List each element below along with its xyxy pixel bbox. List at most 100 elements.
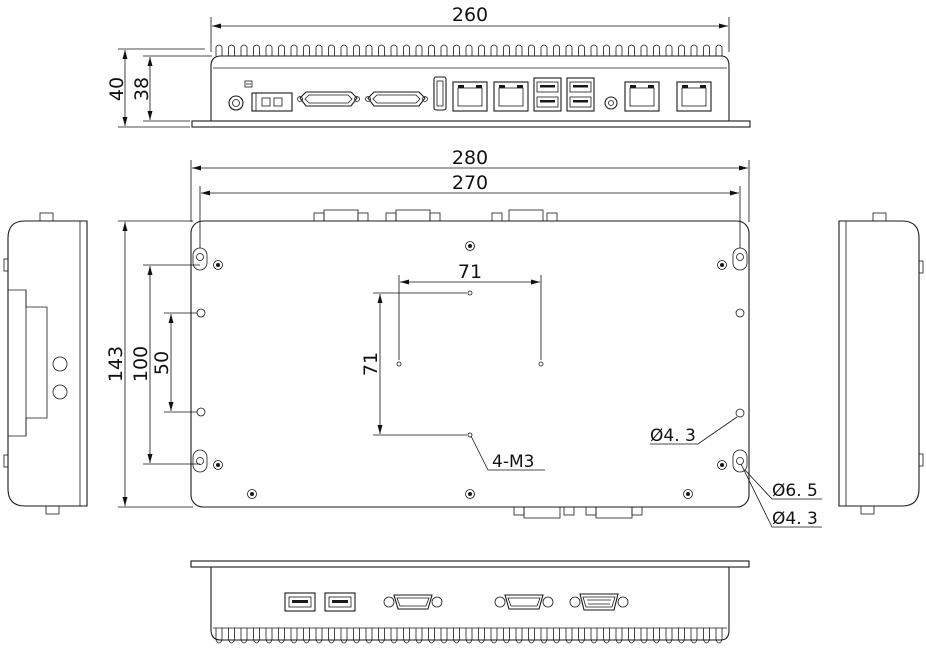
fin xyxy=(540,628,548,644)
ground-screw-icon xyxy=(244,80,253,88)
fin xyxy=(228,628,235,644)
fin xyxy=(315,628,323,644)
fin xyxy=(240,44,248,56)
left-side-view xyxy=(3,212,88,515)
rear-view: 280 270 143 100 50 71 71 4-M3 xyxy=(105,147,822,529)
fin xyxy=(553,628,560,644)
fin xyxy=(603,628,610,644)
front-base-plate xyxy=(191,120,751,128)
front-body xyxy=(210,55,730,121)
screw xyxy=(717,460,727,470)
front-cooling-fins xyxy=(215,44,723,56)
screw xyxy=(717,260,727,270)
fin xyxy=(365,44,373,56)
fin xyxy=(578,628,585,644)
fin xyxy=(640,628,648,644)
dimension-50: 50 xyxy=(151,351,173,375)
dimension-270: 270 xyxy=(452,172,488,194)
screw xyxy=(465,489,475,499)
fin xyxy=(340,628,348,644)
vga-port xyxy=(569,593,629,611)
fin xyxy=(478,44,485,56)
fin xyxy=(503,628,510,644)
vesa-hole xyxy=(467,290,473,296)
fin xyxy=(415,628,423,644)
vesa-hole xyxy=(467,432,473,438)
fin xyxy=(365,628,373,644)
fin xyxy=(265,628,273,644)
bottom-view xyxy=(190,560,750,644)
right-side-view xyxy=(838,212,924,515)
fin xyxy=(703,628,710,644)
fin xyxy=(653,44,660,56)
lan-port xyxy=(493,81,529,112)
fin xyxy=(403,628,410,644)
leader-hole-4-3 xyxy=(650,416,738,445)
serial-port-db9 xyxy=(383,594,443,610)
fin xyxy=(628,44,635,56)
fin xyxy=(703,44,710,56)
fin xyxy=(290,44,298,56)
vesa-hole xyxy=(538,361,544,367)
serial-port-db9 xyxy=(365,91,428,107)
callout-hole-4-3: Ø4. 3 xyxy=(650,426,696,446)
mount-hole xyxy=(735,308,745,318)
fin xyxy=(465,44,473,56)
audio-jack xyxy=(604,96,618,110)
fin xyxy=(528,44,535,56)
fin xyxy=(215,44,223,56)
case-screws xyxy=(213,241,727,499)
hdmi-port xyxy=(433,76,447,111)
fin xyxy=(690,628,698,644)
fin xyxy=(653,628,660,644)
dimension-vesa-71-horizontal: 71 xyxy=(458,261,482,283)
callout-slot-hole-4-3: Ø4. 3 xyxy=(772,509,818,529)
dimension-260: 260 xyxy=(452,4,488,26)
serial-port-db9 xyxy=(494,594,554,610)
screw xyxy=(213,260,223,270)
fin xyxy=(228,44,235,56)
side-screw-hole xyxy=(52,356,68,372)
fin xyxy=(240,628,248,644)
fin xyxy=(315,44,323,56)
fin xyxy=(328,44,335,56)
serial-port-db9 xyxy=(297,91,360,107)
fin xyxy=(328,628,335,644)
power-button xyxy=(228,95,244,111)
fin xyxy=(490,44,498,56)
fin xyxy=(415,44,423,56)
fin xyxy=(603,44,610,56)
fin xyxy=(440,628,448,644)
fin xyxy=(565,628,573,644)
bottom-body xyxy=(210,567,730,641)
fin xyxy=(440,44,448,56)
screw xyxy=(465,241,475,251)
fin xyxy=(378,44,385,56)
fin xyxy=(253,628,260,644)
fin xyxy=(265,44,273,56)
fin xyxy=(453,44,460,56)
vesa-hole xyxy=(396,361,402,367)
fin xyxy=(353,628,360,644)
fin xyxy=(515,44,523,56)
side-screw-hole xyxy=(52,384,68,400)
callout-4-m3: 4-M3 xyxy=(492,452,534,472)
dc-power-terminal xyxy=(251,92,293,112)
bottom-base-plate xyxy=(190,560,750,568)
keyhole-slot xyxy=(732,449,748,473)
front-view: 260 40 38 xyxy=(106,4,751,128)
fin xyxy=(640,44,648,56)
fin xyxy=(678,628,685,644)
fin xyxy=(428,628,435,644)
bottom-cooling-fins xyxy=(215,628,723,644)
fin xyxy=(578,44,585,56)
fin xyxy=(278,628,285,644)
usb-port-stack xyxy=(533,77,562,112)
fin xyxy=(453,628,460,644)
fin xyxy=(553,44,560,56)
fin xyxy=(478,628,485,644)
fin xyxy=(490,628,498,644)
fin xyxy=(353,44,360,56)
fin xyxy=(403,44,410,56)
